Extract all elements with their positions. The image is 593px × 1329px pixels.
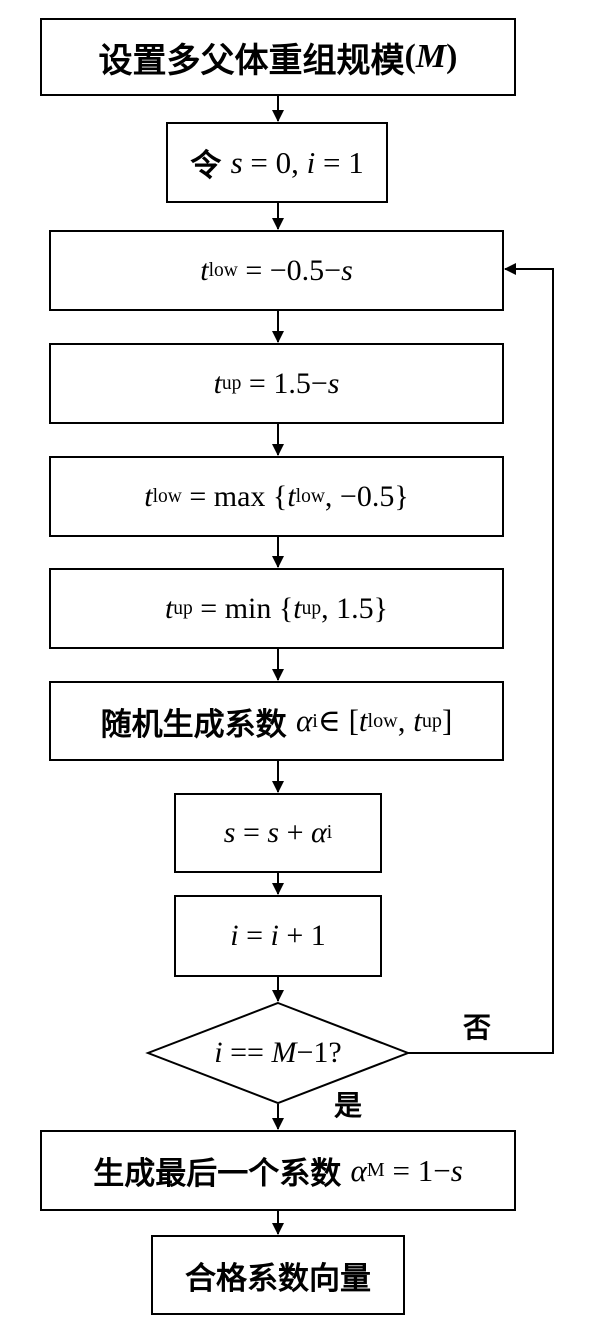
setup-label: 设置多父体重组规模 <box>98 40 405 81</box>
decision-diamond <box>145 1001 411 1105</box>
result-label: 合格系数向量 <box>185 1260 371 1297</box>
random-label: 随机生成系数 <box>100 706 287 743</box>
result-box: 合格系数向量 <box>151 1235 405 1315</box>
init-label: 令 <box>190 148 222 184</box>
last-coef-label: 生成最后一个系数 <box>93 1156 342 1192</box>
yes-branch-label: 是 <box>334 1089 363 1122</box>
init-box: 令 s = 0, i = 1 <box>166 122 388 203</box>
update-i-box: i = i + 1 <box>174 895 382 977</box>
setup-box: 设置多父体重组规模(M) <box>40 18 516 96</box>
setup-param: M <box>415 38 447 75</box>
decision-text: i == M−1? <box>214 1036 342 1069</box>
loop-back-arrow <box>408 263 554 1054</box>
no-branch-label: 否 <box>463 1011 492 1044</box>
